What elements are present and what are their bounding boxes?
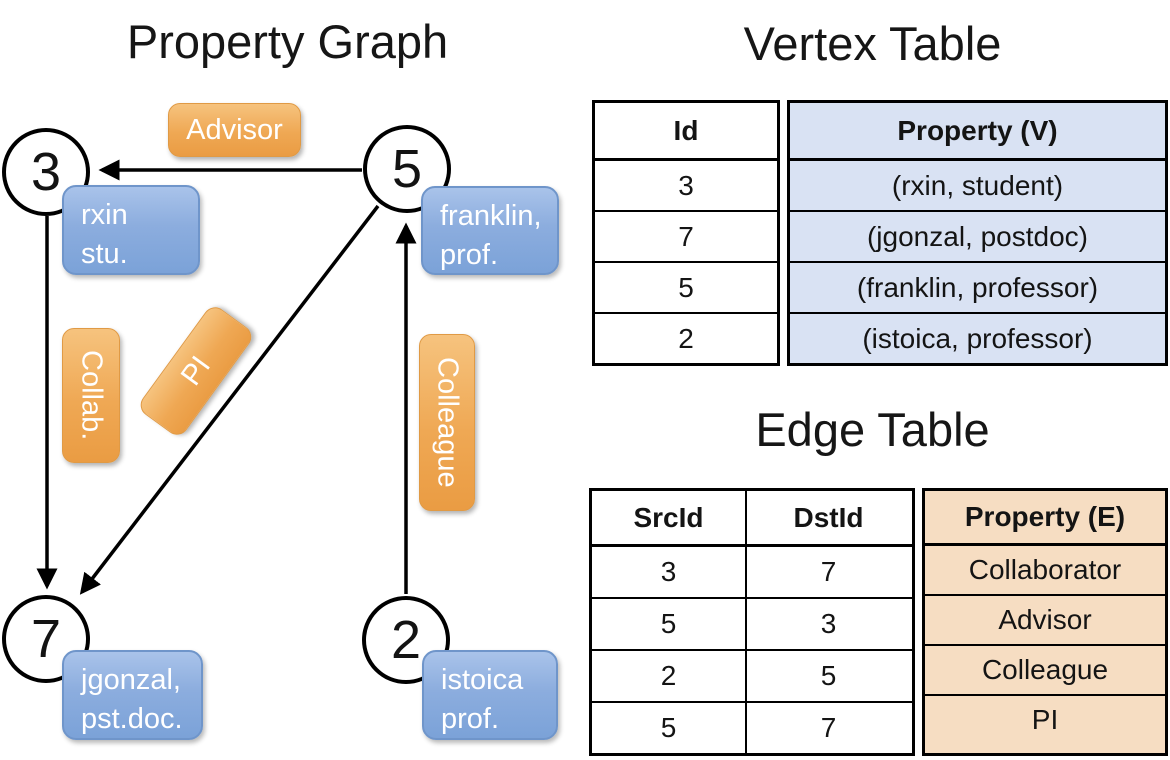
- vertex-property-cell: (franklin, professor): [790, 261, 1165, 312]
- edge-label-collab: Collab.: [62, 328, 120, 463]
- vertex-property-cell: (jgonzal, postdoc): [790, 210, 1165, 261]
- node-7-id: 7: [30, 609, 62, 669]
- node-5-id: 5: [391, 139, 423, 199]
- edge-label-colleague: Colleague: [419, 334, 475, 511]
- edge-table-header-src: SrcId: [633, 501, 704, 533]
- edge-src-cell: 5: [660, 608, 677, 639]
- edge-table-row: 3 7: [592, 545, 912, 597]
- edge-table: SrcId DstId 3 7 5 3 2 5 5 7 Property (E)…: [589, 488, 1168, 756]
- edge-table-header-dst: DstId: [745, 491, 910, 544]
- edge-dst-cell: 7: [745, 703, 910, 753]
- edge-dst-cell: 3: [745, 599, 910, 649]
- edge-table-row: 5 7: [592, 701, 912, 753]
- vertex-table-title: Vertex Table: [743, 17, 1002, 70]
- vertex-id-cell: 3: [595, 159, 777, 210]
- edge-label-advisor: Advisor: [168, 103, 301, 157]
- node-5: 5: [363, 125, 451, 213]
- property-graph-title: Property Graph: [126, 15, 449, 68]
- edge-table-row: 2 5: [592, 649, 912, 701]
- edge-dst-cell: 5: [745, 651, 910, 701]
- edge-property-cell: Advisor: [925, 594, 1165, 644]
- edge-label-pi: PI: [135, 302, 257, 440]
- edge-property-cell: Colleague: [925, 644, 1165, 694]
- vertex-prop-box-2: istoica prof.: [422, 650, 558, 740]
- vertex-table-header-property: Property (V): [790, 103, 1165, 159]
- edge-table-row: 5 3: [592, 597, 912, 649]
- edge-table-header-property: Property (E): [925, 491, 1165, 544]
- edge-src-cell: 5: [660, 712, 677, 743]
- edge-property-cell: PI: [925, 694, 1165, 744]
- node-3: 3: [2, 128, 90, 216]
- vertex-property-cell: (rxin, student): [790, 159, 1165, 210]
- node-2-id: 2: [390, 610, 422, 670]
- edge-src-cell: 3: [660, 556, 677, 587]
- edge-table-title: Edge Table: [755, 403, 990, 456]
- vertex-prop-box-5: franklin, prof.: [421, 186, 559, 275]
- vertex-table-property-column: Property (V) (rxin, student) (jgonzal, p…: [787, 100, 1168, 366]
- edge-dst-cell: 7: [745, 547, 910, 597]
- vertex-table-header-id: Id: [595, 103, 777, 159]
- vertex-table: Id 3 7 5 2 Property (V) (rxin, student) …: [592, 100, 1168, 366]
- edge-table-id-columns: SrcId DstId 3 7 5 3 2 5 5 7: [589, 488, 915, 756]
- edge-src-cell: 2: [660, 660, 677, 691]
- vertex-id-cell: 7: [595, 210, 777, 261]
- vertex-property-cell: (istoica, professor): [790, 312, 1165, 363]
- vertex-id-cell: 2: [595, 312, 777, 363]
- edge-table-header-row: SrcId DstId: [592, 491, 912, 545]
- vertex-table-id-column: Id 3 7 5 2: [592, 100, 780, 366]
- edge-table-property-column: Property (E) Collaborator Advisor Collea…: [922, 488, 1168, 756]
- vertex-id-cell: 5: [595, 261, 777, 312]
- node-3-id: 3: [30, 142, 62, 202]
- vertex-prop-box-3: rxin stu.: [62, 185, 200, 275]
- edge-property-cell: Collaborator: [925, 544, 1165, 594]
- vertex-prop-box-7: jgonzal, pst.doc.: [62, 650, 203, 740]
